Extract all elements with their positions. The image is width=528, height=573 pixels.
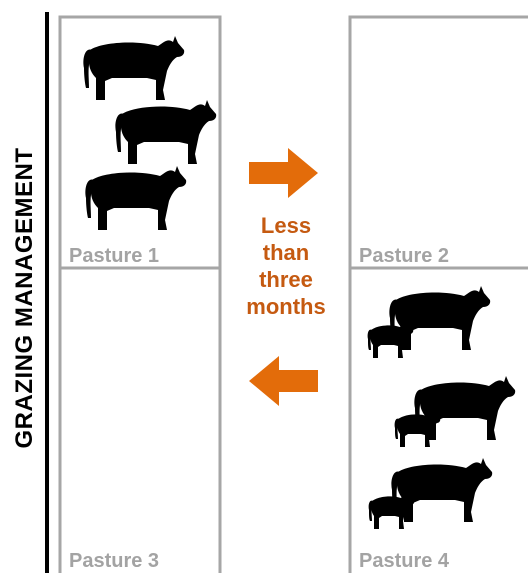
interval-line: Less xyxy=(222,212,350,239)
cow-icon xyxy=(83,36,184,100)
pasture-3-label: Pasture 3 xyxy=(69,550,159,573)
pasture-1-label: Pasture 1 xyxy=(69,245,159,268)
interval-line: three xyxy=(222,266,350,293)
pasture-1-3-border xyxy=(60,17,220,573)
cow-icon xyxy=(85,166,186,230)
cow-icon xyxy=(391,458,492,522)
right-arrow-icon xyxy=(249,148,318,198)
pasture-4-label: Pasture 4 xyxy=(359,550,449,573)
interval-line: than xyxy=(222,239,350,266)
pasture-2-label: Pasture 2 xyxy=(359,245,449,268)
interval-line: months xyxy=(222,293,350,320)
rotation-interval-text: Less than three months xyxy=(222,212,350,320)
left-arrow-icon xyxy=(249,356,318,406)
cow-icon xyxy=(115,100,216,164)
